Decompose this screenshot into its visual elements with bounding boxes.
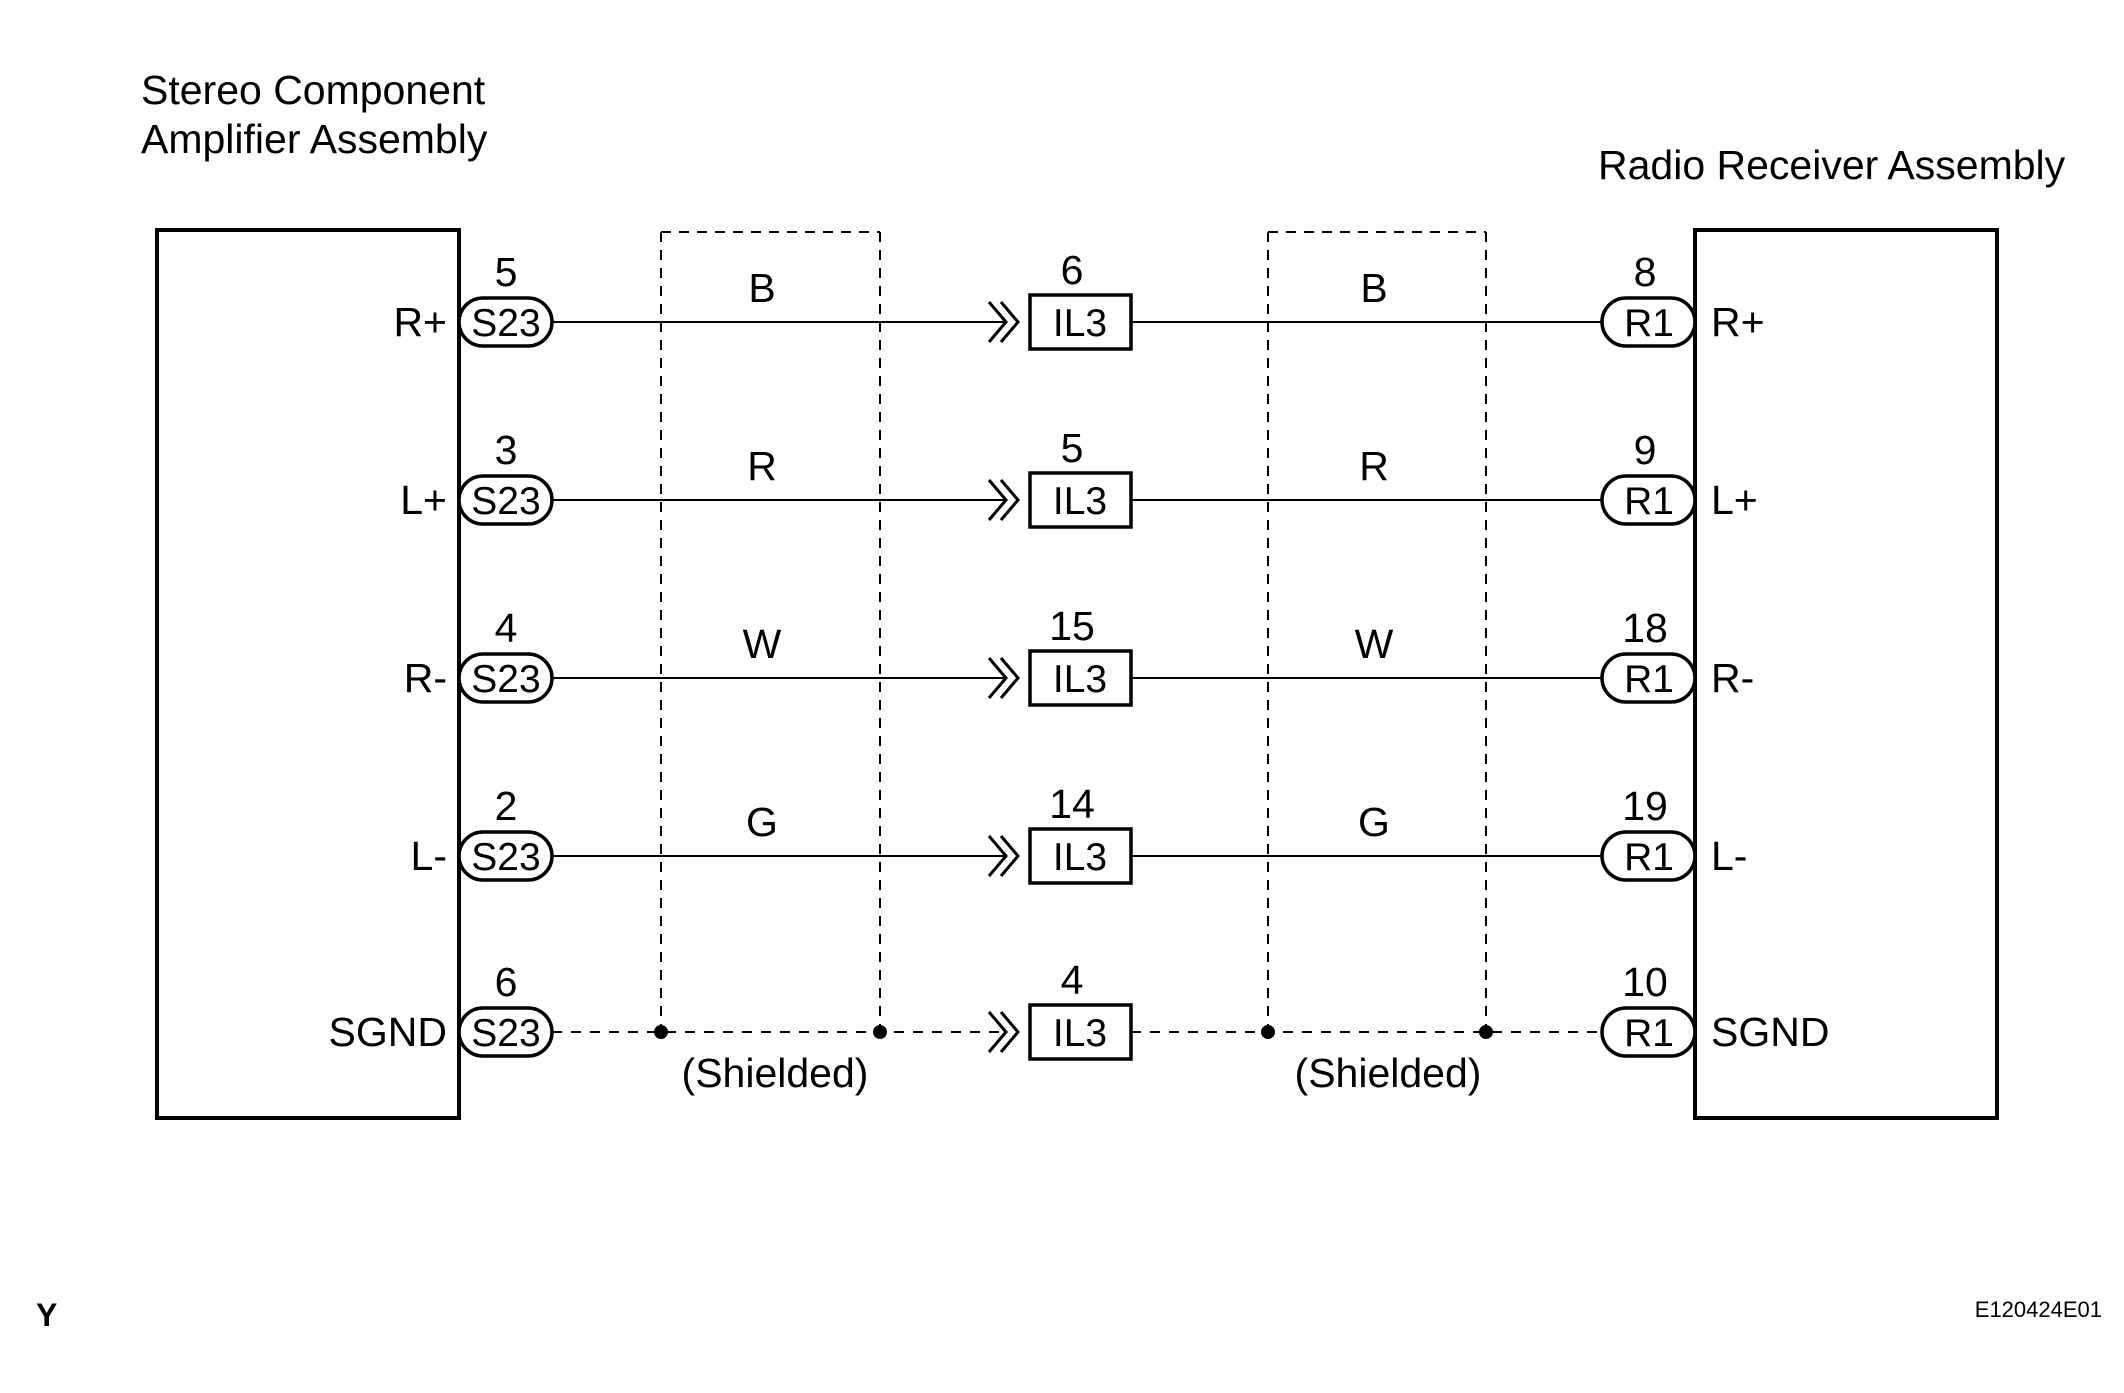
left-connector-label: S23 bbox=[471, 480, 540, 523]
connector-chevron bbox=[987, 1011, 1008, 1053]
wire-color-left: G bbox=[746, 799, 778, 845]
left-terminal-name: R+ bbox=[393, 299, 447, 345]
left-connector-pill bbox=[457, 474, 554, 526]
shield-drain-dot bbox=[654, 1025, 668, 1039]
right-pin-number: 10 bbox=[1622, 959, 1668, 1005]
left-connector-label: S23 bbox=[471, 836, 540, 879]
left-pin-number: 6 bbox=[495, 959, 518, 1005]
left-terminal-name: L+ bbox=[400, 477, 447, 523]
left-connector-pill bbox=[457, 652, 554, 704]
left-component-title-line2: Amplifier Assembly bbox=[141, 116, 488, 162]
left-connector-pill bbox=[457, 296, 554, 348]
right-terminal-name: SGND bbox=[1711, 1009, 1829, 1055]
connector-chevron bbox=[987, 301, 1008, 343]
signal-row: S23 5R+ B B IL3 6R1 8R+ bbox=[393, 247, 1765, 351]
junction-connector-label: IL3 bbox=[1053, 1012, 1107, 1055]
wire-color-right: B bbox=[1360, 265, 1387, 311]
wire-color-left: R bbox=[747, 443, 777, 489]
left-connector-label: S23 bbox=[471, 302, 540, 345]
right-connector-label: R1 bbox=[1624, 1012, 1674, 1055]
right-pin-number: 18 bbox=[1622, 605, 1668, 651]
connector-chevron bbox=[999, 835, 1020, 877]
left-terminal-name: R- bbox=[404, 655, 447, 701]
connector-chevron bbox=[999, 657, 1020, 699]
connector-chevron bbox=[999, 1011, 1020, 1053]
right-connector-pill bbox=[1600, 1006, 1697, 1058]
left-connector-label: S23 bbox=[471, 1012, 540, 1055]
figure-id: E120424E01 bbox=[1975, 1297, 2102, 1322]
junction-connector-label: IL3 bbox=[1053, 658, 1107, 701]
left-terminal-name: L- bbox=[411, 833, 447, 879]
shield-drain-dot bbox=[873, 1025, 887, 1039]
shield-drain-dot bbox=[1261, 1025, 1275, 1039]
right-connector-label: R1 bbox=[1624, 480, 1674, 523]
right-pin-number: 9 bbox=[1634, 427, 1657, 473]
left-connector-pill bbox=[457, 1006, 554, 1058]
junction-pin-number: 5 bbox=[1061, 425, 1084, 471]
junction-connector-label: IL3 bbox=[1053, 836, 1107, 879]
shield-label-left: (Shielded) bbox=[682, 1050, 869, 1096]
left-pin-number: 3 bbox=[495, 427, 518, 473]
right-connector-label: R1 bbox=[1624, 658, 1674, 701]
junction-connector-label: IL3 bbox=[1053, 302, 1107, 345]
shield-enclosure-right bbox=[1267, 231, 1487, 1032]
shield-drain-dot bbox=[1479, 1025, 1493, 1039]
left-pin-number: 5 bbox=[495, 249, 518, 295]
junction-pin-number: 15 bbox=[1049, 603, 1095, 649]
right-connector-pill bbox=[1600, 830, 1697, 882]
wire-color-right: R bbox=[1359, 443, 1389, 489]
right-connector-pill bbox=[1600, 652, 1697, 704]
wire-color-right: G bbox=[1358, 799, 1390, 845]
left-pin-number: 4 bbox=[495, 605, 518, 651]
right-connector-label: R1 bbox=[1624, 302, 1674, 345]
right-terminal-name: R- bbox=[1711, 655, 1754, 701]
connector-chevron bbox=[987, 479, 1008, 521]
right-connector-label: R1 bbox=[1624, 836, 1674, 879]
junction-connector-box bbox=[1028, 293, 1133, 351]
right-pin-number: 8 bbox=[1634, 249, 1657, 295]
signal-row: S23 3L+ R R IL3 5R1 9L+ bbox=[400, 425, 1758, 529]
junction-connector-box bbox=[1028, 649, 1133, 707]
right-terminal-name: L+ bbox=[1711, 477, 1758, 523]
shield-label-right: (Shielded) bbox=[1295, 1050, 1482, 1096]
left-component-title-line1: Stereo Component bbox=[141, 67, 486, 113]
left-connector-pill bbox=[457, 830, 554, 882]
shield-enclosure-left bbox=[660, 231, 881, 1032]
left-pin-number: 2 bbox=[495, 783, 518, 829]
junction-pin-number: 14 bbox=[1049, 781, 1095, 827]
junction-connector-box bbox=[1028, 827, 1133, 885]
junction-connector-label: IL3 bbox=[1053, 480, 1107, 523]
connector-chevron bbox=[987, 657, 1008, 699]
right-terminal-name: R+ bbox=[1711, 299, 1765, 345]
junction-connector-box bbox=[1028, 471, 1133, 529]
right-connector-pill bbox=[1600, 296, 1697, 348]
connector-chevron bbox=[987, 835, 1008, 877]
right-connector-pill bbox=[1600, 474, 1697, 526]
junction-pin-number: 4 bbox=[1061, 957, 1084, 1003]
right-terminal-name: L- bbox=[1711, 833, 1747, 879]
right-pin-number: 19 bbox=[1622, 783, 1668, 829]
wire-color-right: W bbox=[1355, 621, 1394, 667]
wire-color-left: B bbox=[748, 265, 775, 311]
connector-chevron bbox=[999, 301, 1020, 343]
connector-chevron bbox=[999, 479, 1020, 521]
wire-color-left: W bbox=[743, 621, 782, 667]
junction-pin-number: 6 bbox=[1061, 247, 1084, 293]
junction-connector-box bbox=[1028, 1003, 1133, 1061]
right-component-title: Radio Receiver Assembly bbox=[1598, 142, 2066, 188]
corner-mark: Y bbox=[36, 1297, 57, 1333]
left-connector-label: S23 bbox=[471, 658, 540, 701]
left-terminal-name: SGND bbox=[329, 1009, 447, 1055]
